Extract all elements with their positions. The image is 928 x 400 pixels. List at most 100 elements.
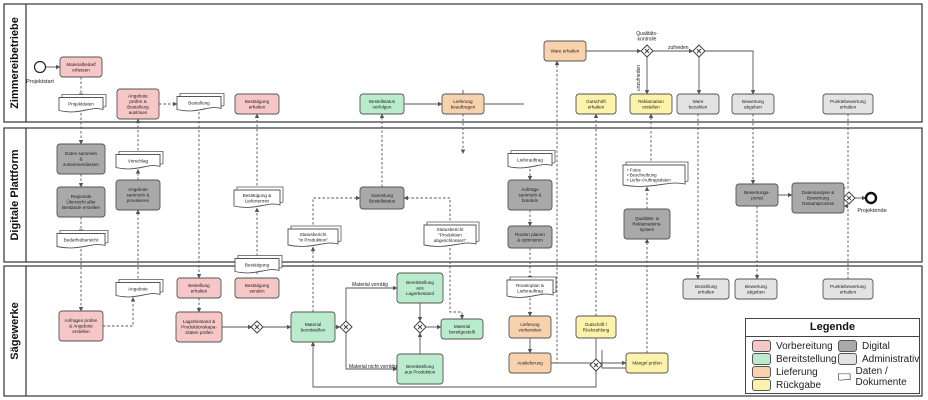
document-d2: Bestellung xyxy=(176,93,225,112)
legend-label: Vorbereitung xyxy=(776,340,833,352)
legend-label: Digital xyxy=(862,340,890,352)
annotation-not-in-stock: Material nicht vorrätig xyxy=(349,364,397,370)
gateway-stock-check xyxy=(339,320,353,334)
legend-swatch-vorbereitung xyxy=(752,340,771,352)
legend: Legende Vorbereitung Digital Bereitstell… xyxy=(745,318,920,394)
task-t19: Bewertungs-portal xyxy=(735,183,779,207)
document-d1: Projektdaten xyxy=(58,94,107,113)
document-icon xyxy=(838,372,851,381)
message-flow xyxy=(817,114,849,191)
document-label: Routenplan &Lieferauftrag xyxy=(516,283,544,293)
legend-label: Administrativ xyxy=(862,353,920,365)
lane-z: Zimmereibetriebe xyxy=(3,3,923,123)
document-label: Bestätigung &Liefertermin xyxy=(243,193,272,203)
task-t6: Ware erhalten xyxy=(543,40,587,62)
end-event xyxy=(864,191,878,205)
gateway-quality-check xyxy=(640,44,654,58)
legend-item-lieferung: Lieferung xyxy=(752,366,818,378)
legend-swatch-rueckgabe xyxy=(752,379,771,391)
task-label: Bewertungs-portal xyxy=(744,190,770,200)
legend-label: Lieferung xyxy=(776,366,818,378)
task-t32: Mängel prüfen xyxy=(625,352,669,374)
legend-item-digital: Digital xyxy=(838,340,890,352)
end-event-label: Projektende xyxy=(857,208,886,214)
task-t17: Routen planen& optimieren xyxy=(507,225,553,249)
document-d11: Routenplan &Lieferauftrag xyxy=(506,276,557,298)
document-d12: • Fotos• Beschreibung• Liefer-/Auftragsd… xyxy=(622,161,689,187)
message-flow xyxy=(403,195,451,225)
message-flow xyxy=(551,60,560,364)
gateway-confirmation xyxy=(250,320,264,334)
sequence-flow xyxy=(705,50,756,95)
task-t30: Auslieferung xyxy=(508,352,552,374)
start-event xyxy=(33,60,47,74)
legend-swatch-administrativ xyxy=(838,353,857,365)
task-label: Routen planen& optimieren xyxy=(515,232,545,242)
lane-label: Digitale Plattform xyxy=(9,149,21,240)
start-event-label: Projektstart xyxy=(26,79,54,85)
lane-label: Sägewerke xyxy=(9,302,21,359)
gateway-merge-material xyxy=(413,320,427,334)
task-label: Daten sammeln&zusammenfassen xyxy=(63,151,99,167)
annotation-in-stock: Material vorrätig xyxy=(352,282,388,288)
document-label: Bestellung xyxy=(188,101,210,106)
task-label: Auslieferung xyxy=(517,361,543,366)
document-label: Lieferauftrag xyxy=(517,158,543,163)
message-flow xyxy=(449,248,465,320)
legend-swatch-bereitstellung xyxy=(752,353,771,365)
sequence-flow xyxy=(345,333,398,372)
task-t12: Daten sammeln&zusammenfassen xyxy=(56,143,106,175)
document-label: Projektdaten xyxy=(68,102,94,107)
annotation-unsatisfied: unzufrieden xyxy=(636,65,642,91)
document-d7: Bestätigung xyxy=(234,255,283,274)
gateway-refund xyxy=(589,358,603,372)
document-d4: Bedarfsübersicht xyxy=(56,230,109,249)
legend-swatch-lieferung xyxy=(752,366,771,378)
document-d10: Lieferauftrag xyxy=(507,150,556,169)
gateway-final xyxy=(842,191,856,205)
task-label: Ware erhalten xyxy=(551,49,580,54)
legend-item-vorbereitung: Vorbereitung xyxy=(752,340,833,352)
legend-divider xyxy=(746,336,919,337)
legend-swatch-digital xyxy=(838,340,857,352)
document-d5: Angebote xyxy=(115,279,164,298)
document-label: Bedarfsübersicht xyxy=(64,238,99,243)
message-flow xyxy=(103,297,136,327)
document-d6: Bestätigung &Liefertermin xyxy=(233,186,284,208)
